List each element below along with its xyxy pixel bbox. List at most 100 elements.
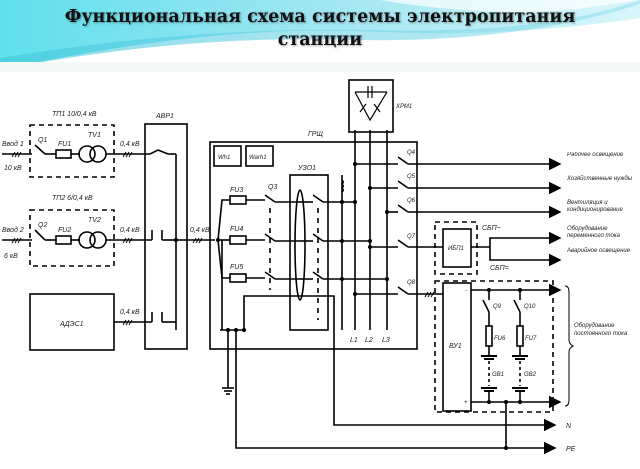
pe-label: PE: [566, 446, 576, 453]
power-supply-diagram: ТП1 10/0,4 кВ Ввод 1 10 кВ Q1 FU1 TV1 0,…: [0, 72, 640, 464]
rectifier-minus: -: [465, 288, 467, 294]
tv1-primary: [78, 145, 96, 163]
grsh-label: ГРЩ: [308, 131, 323, 138]
sbp-ac-label: СБП~: [482, 225, 501, 232]
tp2-label: ТП2 6/0,4 кВ: [52, 195, 93, 202]
schematic: ТП1 10/0,4 кВ Ввод 1 10 кВ Q1 FU1 TV1 0,…: [2, 79, 633, 455]
fu7-label: FU7: [525, 336, 537, 342]
input1-voltage: 10 кВ: [4, 165, 22, 172]
q4-switch: [397, 156, 409, 165]
fu5-fuse: [229, 273, 247, 283]
q2-switch: [34, 229, 46, 241]
dc-load-label-wrap: Оборудование постоянного тока: [574, 323, 628, 337]
q4-label: Q4: [407, 150, 416, 156]
rcd-label: УЗО1: [297, 165, 316, 172]
sbp-dc-label: СБП=: [490, 265, 509, 272]
rcd-core: [294, 189, 306, 301]
q1-switch: [34, 144, 46, 155]
q10-label: Q10: [524, 304, 536, 310]
slide-header: Функциональная схема системы электропита…: [0, 0, 640, 72]
tv1-label: TV1: [88, 132, 101, 139]
header-wave-decoration: [0, 0, 640, 72]
input1-3phase-mark: [11, 151, 22, 158]
slide-title-line1: Функциональная схема системы электропита…: [64, 7, 576, 27]
load-ac-equipment: Оборудование переменного тока: [567, 226, 620, 239]
rectifier-vu1: [442, 282, 472, 412]
load-ventilation: Вентиляция и кондиционирование: [567, 200, 623, 213]
fu6-label: FU6: [494, 336, 506, 342]
tp1-block: [2, 124, 150, 178]
l1-label: L1: [350, 337, 358, 344]
q2-label: Q2: [38, 222, 47, 229]
input1-label: Ввод 1: [2, 140, 24, 148]
q3-switch-1: [264, 194, 276, 203]
q7-label: Q7: [407, 234, 416, 240]
ups1-label: ИБП1: [448, 246, 464, 252]
slide-title: Функциональная схема системы электропита…: [0, 6, 640, 52]
generator-out-voltage: 0,4 кВ: [120, 309, 140, 316]
fu5-label: FU5: [230, 264, 243, 271]
generator-label: АДЭС1: [59, 321, 84, 328]
q8-switch: [397, 286, 409, 295]
neutral-bus: [333, 349, 557, 432]
rectifier-plus: +: [464, 400, 468, 406]
q9-label: Q9: [493, 304, 502, 310]
tp1-label: ТП1 10/0,4 кВ: [52, 111, 97, 118]
wh1-meter: [213, 145, 242, 167]
q3-label: Q3: [268, 184, 277, 191]
compensator-label: ХРМ1: [395, 104, 412, 110]
ups1-box: [442, 228, 472, 268]
tp2-block: [2, 209, 152, 267]
feeder-ac-equipment-line: [489, 231, 562, 247]
fu3-label: FU3: [230, 187, 243, 194]
warh1-meter: [245, 145, 274, 167]
feeder-emergency-light-line: [489, 247, 562, 267]
fu2-fuse: [55, 235, 72, 245]
fu1-label: FU1: [58, 141, 71, 148]
fu4-label: FU4: [230, 226, 243, 233]
load-household: Хозяйственные нужды: [567, 176, 633, 182]
q8-label: Q8: [407, 280, 416, 286]
tp1-dashed-frame: [29, 124, 115, 178]
slide-title-line2: станции: [277, 30, 363, 50]
q7-switch: [397, 239, 409, 248]
q10-switch: [513, 299, 521, 313]
load-dc-equipment: Оборудование постоянного тока: [574, 323, 628, 337]
rectifier-label: ВУ1: [449, 343, 462, 350]
input2-label: Ввод 2: [2, 226, 24, 234]
q5-label: Q5: [407, 174, 416, 180]
avr-block: [144, 123, 215, 350]
fu4-fuse: [229, 235, 247, 245]
fu2-label: FU2: [58, 227, 71, 234]
fu3-fuse: [229, 195, 247, 205]
compensator-xrm1: [348, 79, 394, 133]
l3-label: L3: [382, 337, 390, 344]
q6-label: Q6: [407, 198, 416, 204]
tp2-dashed-frame: [29, 209, 115, 267]
load-working-lighting: Рабочее освещение: [567, 152, 624, 158]
pe-bus: [235, 330, 557, 455]
q5-switch: [397, 180, 409, 189]
sbp-ac-frame: [434, 221, 478, 275]
rcd-uzo1-frame: [289, 174, 329, 331]
tp2-out-voltage: 0,4 кВ: [120, 227, 140, 234]
gb1-label: GB1: [492, 372, 504, 378]
input2-voltage: 6 кВ: [4, 253, 18, 260]
sbp-dc-frame: [434, 280, 554, 413]
fu6-fuse: [485, 325, 493, 347]
tp1-out-voltage: 0,4 кВ: [120, 141, 140, 148]
fu1-fuse: [55, 149, 72, 159]
avr-frame: [144, 123, 188, 350]
gb2-label: GB2: [524, 372, 537, 378]
q9-switch: [482, 299, 490, 313]
fu7-fuse: [516, 325, 524, 347]
warh1-label: Warh1: [249, 155, 267, 161]
tv2-label: TV2: [88, 217, 101, 224]
wh1-label: Wh1: [218, 155, 230, 161]
avr-label: АВР1: [155, 113, 174, 120]
tv2-primary: [78, 231, 96, 249]
avr-out-voltage: 0,4 кВ: [190, 227, 210, 234]
q1-label: Q1: [38, 137, 47, 144]
tv2-secondary: [89, 231, 107, 249]
dc-loads-brace: [564, 285, 575, 407]
